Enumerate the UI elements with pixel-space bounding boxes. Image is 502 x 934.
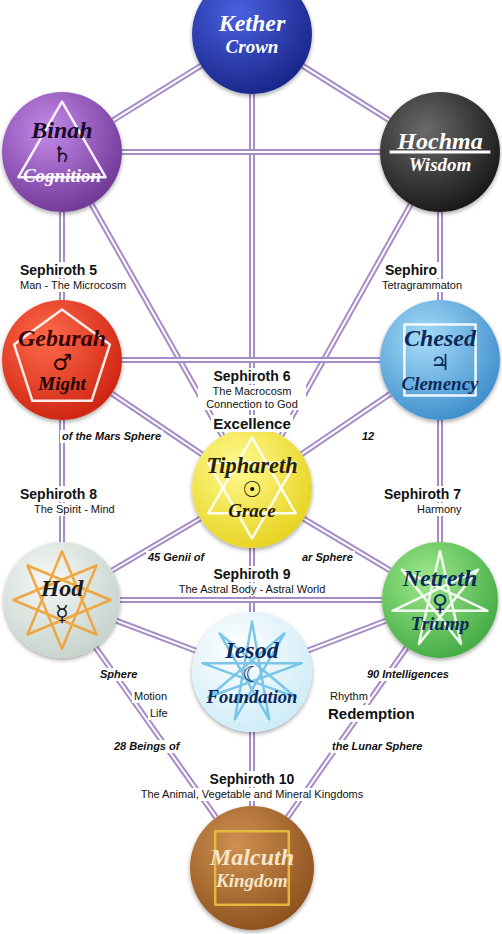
sephirah-quality: Grace <box>228 501 275 522</box>
tree-path-stroke <box>439 420 441 542</box>
tree-path-stroke <box>116 621 196 651</box>
tree-path <box>116 621 196 651</box>
tree-path-stroke <box>113 66 201 121</box>
path-label: Rhythm <box>328 690 370 703</box>
tree-path-stroke <box>122 357 380 363</box>
tree-path-stroke <box>112 394 202 455</box>
sephirah-name: Kether <box>219 10 286 36</box>
sephiroth-heading: Sephiroth 7 <box>382 486 463 502</box>
path-label: 90 Intelligences <box>365 668 451 681</box>
path-label: 28 Beings of <box>112 740 181 753</box>
path-label: 45 Genii of <box>146 551 206 564</box>
sephirah-quality: Might <box>38 374 86 395</box>
sephirah-circle: Tiphareth☉Grace <box>192 428 312 548</box>
sephirah-circle: Geburah♂Might <box>2 300 122 420</box>
sephirah-circle: Chesed♃Clemency <box>380 300 500 420</box>
sephirah-quality: Wisdom <box>409 155 472 176</box>
planet-symbol: ☾ <box>242 663 262 686</box>
tree-path <box>120 600 382 601</box>
path-label: Harmony <box>415 503 464 516</box>
tree-path <box>113 66 201 121</box>
path-label: Excellence <box>211 415 293 432</box>
sephirah-quality: Triump <box>411 614 469 635</box>
tree-path-stroke <box>303 66 389 120</box>
sephirah-circle: HochmaWisdom <box>380 92 500 212</box>
tree-path-stroke <box>302 394 391 454</box>
sephiroth-heading: Sephiro <box>383 262 439 278</box>
sephirah-name: Netreth <box>403 565 478 591</box>
sephirah-quality: Kingdom <box>216 871 288 892</box>
sephirah-circle: Iesod☾Foundation <box>192 612 312 732</box>
tree-path-stroke <box>303 66 389 120</box>
path-label: Tetragrammaton <box>380 279 464 292</box>
planet-symbol: ♀ <box>432 591 448 614</box>
tree-path <box>308 621 386 651</box>
tree-path-stroke <box>308 621 386 651</box>
sephirah-circle: KetherCrown <box>192 0 312 94</box>
sephiroth-heading: Sephiroth 5 <box>18 262 99 278</box>
tree-path-stroke <box>122 149 380 155</box>
sephiroth-heading: Sephiroth 9 <box>211 566 292 582</box>
tree-path <box>302 394 391 454</box>
path-label: Sphere <box>98 668 139 681</box>
path-label: Redemption <box>326 705 417 722</box>
sephiroth-heading: Sephiroth 10 <box>208 771 297 787</box>
sephirah-name: Binah <box>31 117 92 143</box>
sephirah-name: Hod <box>41 575 84 601</box>
path-label: Motion <box>132 690 169 703</box>
sephirah-quality: Clemency <box>401 374 478 395</box>
path-label: the Lunar Sphere <box>330 740 424 753</box>
sephiroth-heading: Sephiroth 6 <box>211 368 292 384</box>
tree-path-stroke <box>113 66 201 121</box>
sephirah-name: Tiphareth <box>206 454 297 479</box>
tree-path <box>122 152 380 153</box>
tree-path-stroke <box>116 621 196 651</box>
path-label: The Spirit - Mind <box>32 503 117 516</box>
planet-symbol: ☉ <box>242 478 262 501</box>
tree-path-stroke <box>120 599 382 601</box>
sephirah-name: Malcuth <box>210 844 294 870</box>
path-label: The Macrocosm Connection to God <box>198 385 306 410</box>
path-label: ar Sphere <box>300 551 355 564</box>
tree-path-stroke <box>120 597 382 603</box>
planet-symbol: ♄ <box>52 143 72 166</box>
sephirah-quality: Foundation <box>207 687 298 707</box>
tree-path-stroke <box>302 394 391 454</box>
path-label: Life <box>148 707 170 720</box>
tree-path-stroke <box>122 151 380 153</box>
sephirah-name: Chesed <box>404 325 476 351</box>
sephirah-name: Hochma <box>397 128 482 154</box>
tree-path-stroke <box>437 420 443 542</box>
path-label: The Animal, Vegetable and Mineral Kingdo… <box>139 788 366 801</box>
sephirah-circle: Binah♄Cognition <box>2 92 122 212</box>
sephirah-circle: MalcuthKingdom <box>190 806 314 930</box>
planet-symbol: ♃ <box>430 351 450 374</box>
path-label: of the Mars Sphere <box>60 430 163 443</box>
tree-path <box>112 394 202 455</box>
tree-path-stroke <box>112 394 202 455</box>
sephirah-circle: Netreth♀Triump <box>382 542 498 658</box>
path-label: The Astral Body - Astral World <box>177 583 328 596</box>
sephirah-quality: Cognition <box>23 166 101 187</box>
path-label: Man - The Microcosm <box>18 279 128 292</box>
planet-symbol: ☿ <box>55 602 69 625</box>
path-label: 12 <box>360 430 376 443</box>
tree-path <box>440 420 441 542</box>
sephirah-name: Iesod <box>225 637 278 663</box>
planet-symbol: ♂ <box>52 351 72 374</box>
tree-path <box>122 360 380 361</box>
sephirah-quality: Crown <box>226 37 279 58</box>
tree-path-stroke <box>122 359 380 361</box>
tree-path <box>303 66 389 120</box>
tree-path-stroke <box>308 621 386 651</box>
sephirah-name: Geburah <box>18 325 106 351</box>
sephirah-circle: Hod☿ <box>4 542 120 658</box>
sephiroth-heading: Sephiroth 8 <box>18 486 99 502</box>
